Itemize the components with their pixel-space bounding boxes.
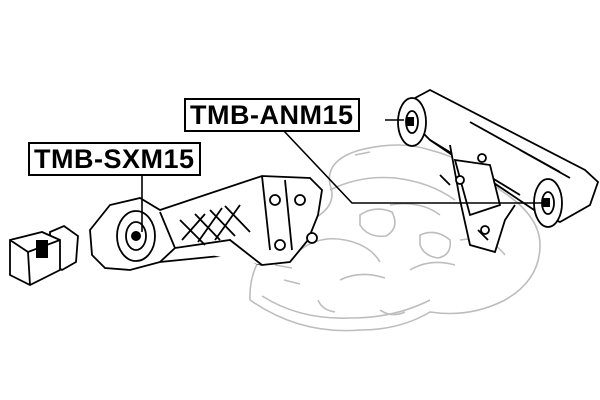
leader-lines	[141, 119, 542, 232]
front-mount-bracket	[9, 175, 323, 287]
part-label-tmb-anm15: TMB-ANM15	[184, 98, 360, 132]
leader-line-anm-lower	[282, 129, 542, 204]
rear-mount-bracket	[397, 88, 600, 254]
part-label-tmb-sxm15: TMB-SXM15	[28, 142, 201, 176]
